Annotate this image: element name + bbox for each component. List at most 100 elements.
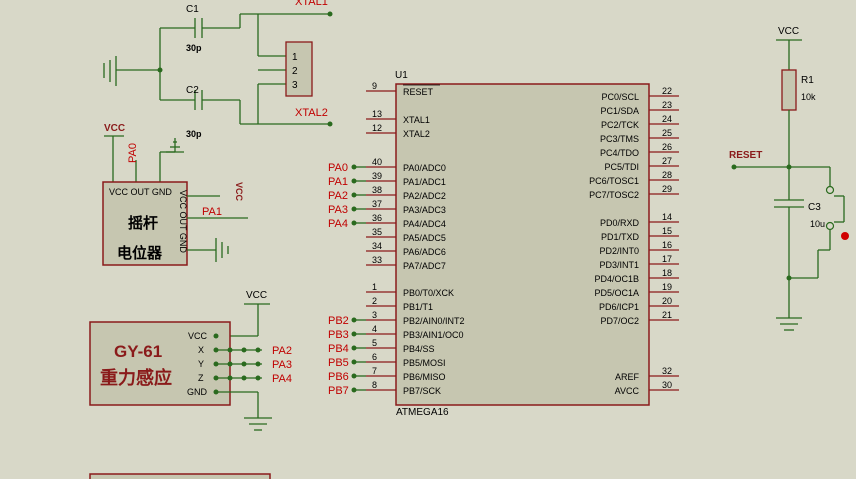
gy61-net-pa4: PA4 [272,373,292,385]
joystick-name-1: 摇杆 [128,214,158,232]
mcu-pin-number: 12 [372,123,382,133]
mcu-pin-name: PA4/ADC4 [403,219,446,229]
mcu-pin-name: PC3/TMS [600,134,639,144]
mcu-u1: U1 ATMEGA16 9RESET13XTAL112XTAL240PA0/AD… [328,70,679,418]
mcu-pin-number: 30 [662,380,672,390]
mcu-net-label: PA4 [328,218,348,230]
mcu-pin-number: 14 [662,212,672,222]
mcu-pin-number: 20 [662,296,672,306]
mcu-pin-name: PB2/AIN0/INT2 [403,316,465,326]
mcu-pin-number: 4 [372,324,377,334]
reset-circuit: VCC R1 10k RESET C3 10u [729,26,849,331]
joystick-body[interactable] [102,181,188,266]
joystick-pin-labels: VCC OUT GND [109,187,172,197]
mcu-pin-number: 2 [372,296,377,306]
mcu-pin-number: 21 [662,310,672,320]
mcu-pin-name: PD3/INT1 [599,260,639,270]
reset-net-label: RESET [729,150,762,161]
c3-label: C3 [808,202,821,213]
net-terminal-dot [351,373,357,379]
reset-button-indicator[interactable] [841,232,849,240]
mcu-pin-name: PD1/TXD [601,232,640,242]
mcu-pin-number: 34 [372,241,382,251]
c3-value: 10u [810,219,825,229]
joystick-rot-labels: VCC OUT GND [178,190,188,253]
mcu-pin-name: PA3/ADC3 [403,205,446,215]
mcu-pin-number: 23 [662,100,672,110]
mcu-pin-name: PD2/INT0 [599,246,639,256]
mcu-pin-number: 29 [662,184,672,194]
mcu-pin-name: PB5/MOSI [403,358,446,368]
c2-value: 30p [186,129,202,139]
joystick-potentiometer: VCC PA0 VCC OUT GND VCC OUT GND 摇杆 电位器 V… [102,123,248,266]
mcu-pin-name: PD6/ICP1 [599,302,639,312]
mcu-pin-number: 8 [372,380,377,390]
mcu-pin-name: PB7/SCK [403,386,441,396]
mcu-pin-number: 7 [372,366,377,376]
mcu-pin-name: PC1/SDA [600,106,639,116]
gy61-pin-vcc: VCC [188,331,208,341]
r1-value: 10k [801,92,816,102]
crystal-component[interactable] [285,41,313,97]
net-terminal-dot [351,178,357,184]
mcu-pin-number: 32 [662,366,672,376]
mcu-pin-number: 26 [662,142,672,152]
mcu-body[interactable] [395,83,650,406]
mcu-part: ATMEGA16 [396,407,449,418]
net-terminal-dot [351,192,357,198]
gy61-net-pa3: PA3 [272,359,292,371]
mcu-pin-number: 37 [372,199,382,209]
mcu-pin-number: 40 [372,157,382,167]
net-terminal-dot [351,317,357,323]
net-terminal-dot [351,331,357,337]
mcu-net-label: PA0 [328,162,348,174]
mcu-net-label: PA2 [328,190,348,202]
mcu-pin-number: 24 [662,114,672,124]
gy61-body[interactable] [89,321,231,406]
r1-resistor[interactable] [781,69,797,111]
joystick-vcc-side: VCC [234,182,244,202]
mcu-net-label: PB7 [328,385,349,397]
mcu-pin-name: PA7/ADC7 [403,261,446,271]
mcu-pin-number: 27 [662,156,672,166]
mcu-net-label: PB4 [328,343,349,355]
gy61-net-pa2: PA2 [272,345,292,357]
